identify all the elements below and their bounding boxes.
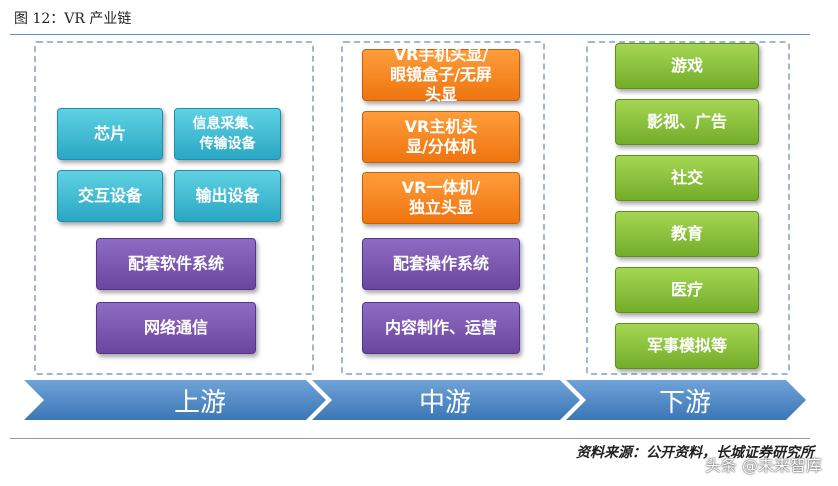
upstream-box-label: 芯片 — [93, 124, 126, 143]
downstream-box-label: 社交 — [670, 168, 703, 187]
upstream-box-output: 输出设备 — [174, 170, 281, 222]
midstream-box-label: VR手机头显/眼镜盒子/无屏头显 — [390, 45, 492, 104]
upstream-box-collection: 信息采集、传输设备 — [174, 108, 281, 160]
midstream-box-label: VR一体机/独立头显 — [401, 178, 481, 217]
downstream-box-military: 军事模拟等 — [615, 323, 759, 369]
upstream-box-label: 网络通信 — [143, 318, 208, 337]
midstream-box-os: 配套操作系统 — [362, 238, 520, 290]
downstream-panel — [586, 41, 790, 375]
upstream-box-label: 信息采集、传输设备 — [192, 116, 263, 152]
upstream-box-label: 输出设备 — [195, 186, 260, 205]
upstream-box-software: 配套软件系统 — [96, 238, 256, 290]
downstream-box-medical: 医疗 — [615, 267, 759, 313]
downstream-box-social: 社交 — [615, 155, 759, 201]
upstream-box-chip: 芯片 — [57, 108, 163, 160]
downstream-box-label: 医疗 — [670, 280, 703, 299]
midstream-box-standalone: VR一体机/独立头显 — [362, 172, 520, 224]
midstream-box-label: 内容制作、运营 — [384, 318, 497, 337]
downstream-box-label: 军事模拟等 — [646, 336, 727, 355]
downstream-box-film: 影视、广告 — [615, 99, 759, 145]
watermark: 头条 @未来智库 — [704, 456, 822, 475]
figure-title: 图 12：VR 产业链 — [14, 11, 132, 27]
midstream-box-content: 内容制作、运营 — [362, 302, 520, 354]
source-note: 资料来源：公开资料，长城证券研究所 — [576, 445, 814, 461]
downstream-box-label: 游戏 — [670, 56, 703, 75]
upstream-box-network: 网络通信 — [96, 302, 256, 354]
upstream-box-interaction: 交互设备 — [57, 170, 163, 222]
stage-label-upstream: 上游 — [173, 387, 226, 418]
upstream-box-label: 配套软件系统 — [127, 254, 224, 273]
midstream-box-phone-headset: VR手机头显/眼镜盒子/无屏头显 — [362, 45, 520, 104]
midstream-box-label: 配套操作系统 — [392, 254, 489, 273]
top-rule — [10, 34, 810, 35]
upstream-box-label: 交互设备 — [77, 186, 142, 205]
downstream-box-label: 教育 — [670, 224, 703, 243]
midstream-box-label: VR主机头显/分体机 — [404, 117, 478, 156]
downstream-box-label: 影视、广告 — [646, 112, 727, 131]
stage-label-downstream: 下游 — [658, 387, 711, 418]
downstream-box-education: 教育 — [615, 211, 759, 257]
downstream-box-gaming: 游戏 — [615, 43, 759, 89]
bottom-rule — [10, 438, 810, 439]
midstream-box-pc-headset: VR主机头显/分体机 — [362, 111, 520, 163]
stage-label-midstream: 中游 — [418, 387, 471, 418]
